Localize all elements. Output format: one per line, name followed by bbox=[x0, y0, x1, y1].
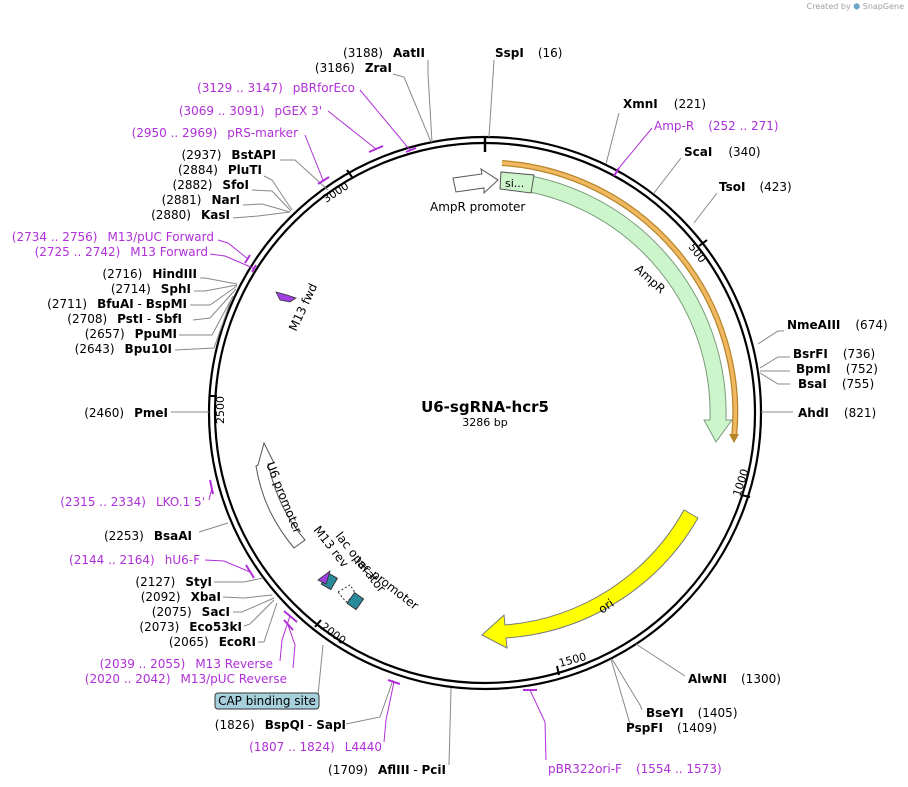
primer-lko1-5[interactable]: (2315 .. 2334)LKO.1 5' bbox=[60, 495, 205, 509]
site-psti-sbfi[interactable]: (2708)PstI - SbfI bbox=[67, 312, 182, 326]
ampr-feature[interactable] bbox=[500, 171, 733, 443]
site-sfoi[interactable]: (2882)SfoI bbox=[173, 178, 249, 192]
left-site-labels: (3188)AatII (3186)ZraI (2937)BstAPI (288… bbox=[47, 46, 446, 777]
site-scai[interactable]: ScaI(340) bbox=[684, 145, 761, 159]
signal-sequence-feature[interactable]: si... bbox=[499, 171, 535, 194]
right-leaders bbox=[488, 59, 793, 729]
cap-binding-feature[interactable] bbox=[346, 591, 365, 611]
u6-promoter-feature[interactable]: U6 promoter bbox=[255, 441, 306, 549]
signal-label: si... bbox=[505, 177, 524, 190]
cap-binding-site-label: CAP binding site bbox=[218, 694, 316, 708]
snapgene-logo-icon: ⬢ bbox=[853, 2, 861, 11]
site-styi[interactable]: (2127)StyI bbox=[135, 575, 212, 589]
site-hindiii[interactable]: (2716)HindIII bbox=[102, 267, 197, 281]
site-bseyi[interactable]: BseYI(1405) bbox=[646, 706, 738, 720]
site-bsaai[interactable]: (2253)BsaAI bbox=[104, 529, 192, 543]
site-xmni[interactable]: XmnI(221) bbox=[623, 97, 706, 111]
ampr-promoter-feature[interactable]: AmpR promoter bbox=[430, 167, 525, 214]
cap-binding-site-callout[interactable]: CAP binding site bbox=[214, 644, 324, 710]
tick-500: 500 bbox=[686, 241, 709, 266]
primer-amp-r[interactable]: Amp-R(252 .. 271) bbox=[654, 119, 779, 133]
primer-l4440[interactable]: (1807 .. 1824)L4440 bbox=[249, 740, 382, 754]
site-bsrfi[interactable]: BsrFI(736) bbox=[793, 347, 875, 361]
m13-fwd-label: M13 fwd bbox=[286, 281, 320, 333]
tick-2500: 2500 bbox=[214, 396, 227, 424]
site-pluti[interactable]: (2884)PluTI bbox=[178, 163, 262, 177]
site-bfuai-bspmi[interactable]: (2711)BfuAI - BspMI bbox=[47, 297, 187, 311]
tick-500-mark bbox=[698, 239, 708, 247]
tick-3000: 3000 bbox=[321, 179, 352, 205]
lac-region: lac operator M13 rev lac promoter bbox=[311, 523, 422, 612]
ori-feature[interactable] bbox=[481, 509, 699, 649]
site-ecori[interactable]: (2065)EcoRI bbox=[169, 635, 256, 649]
snapgene-credit: Created by ⬢ SnapGene bbox=[807, 2, 904, 11]
site-bstapi[interactable]: (2937)BstAPI bbox=[182, 148, 276, 162]
site-kasi[interactable]: (2880)KasI bbox=[151, 208, 230, 222]
site-bpmi[interactable]: BpmI(752) bbox=[796, 362, 878, 376]
primer-hu6-f[interactable]: (2144 .. 2164)hU6-F bbox=[69, 553, 200, 567]
site-saci[interactable]: (2075)SacI bbox=[152, 605, 230, 619]
tick-3000-mark bbox=[346, 169, 353, 178]
tick-1000-mark bbox=[740, 494, 751, 498]
site-bspqi-sapi[interactable]: (1826)BspQI - SapI bbox=[215, 718, 346, 732]
site-pmei[interactable]: (2460)PmeI bbox=[84, 406, 168, 420]
site-afliii-pcii[interactable]: (1709)AflIII - PciI bbox=[328, 763, 446, 777]
site-alwni[interactable]: AlwNI(1300) bbox=[688, 672, 781, 686]
primer-labels: Amp-R(252 .. 271) (3129 .. 3147)pBRforEc… bbox=[12, 81, 779, 776]
site-xbai[interactable]: (2092)XbaI bbox=[141, 590, 221, 604]
site-pspfi[interactable]: PspFI(1409) bbox=[626, 721, 717, 735]
site-aatii[interactable]: (3188)AatII bbox=[343, 46, 425, 60]
right-site-labels: SspI(16) XmnI(221) ScaI(340) TsoI(423) N… bbox=[495, 46, 888, 735]
site-sspi[interactable]: SspI(16) bbox=[495, 46, 562, 60]
site-bpu10i[interactable]: (2643)Bpu10I bbox=[75, 342, 172, 356]
site-nmeaiii[interactable]: NmeAIII(674) bbox=[787, 318, 888, 332]
site-tsoi[interactable]: TsoI(423) bbox=[719, 180, 792, 194]
tick-2000-mark bbox=[314, 619, 322, 628]
site-ahdi[interactable]: AhdI(821) bbox=[798, 406, 876, 420]
credit-brand: SnapGene bbox=[862, 2, 904, 11]
primer-prs-marker[interactable]: (2950 .. 2969)pRS-marker bbox=[132, 126, 298, 140]
site-nari[interactable]: (2881)NarI bbox=[162, 193, 240, 207]
tick-1500: 1500 bbox=[557, 650, 587, 670]
site-eco53ki[interactable]: (2073)Eco53kI bbox=[139, 620, 242, 634]
tick-1500-mark bbox=[556, 665, 560, 676]
plasmid-size: 3286 bp bbox=[462, 416, 507, 429]
site-ppumi[interactable]: (2657)PpuMI bbox=[85, 327, 177, 341]
primer-m13-puc-reverse[interactable]: (2020 .. 2042)M13/pUC Reverse bbox=[85, 672, 287, 686]
plasmid-name: U6-sgRNA-hcr5 bbox=[421, 398, 549, 416]
m13-rev-feature[interactable] bbox=[317, 569, 331, 585]
ampr-promoter-label: AmpR promoter bbox=[430, 200, 525, 214]
site-sphi[interactable]: (2714)SphI bbox=[111, 282, 191, 296]
primer-pbr322ori-f[interactable]: pBR322ori-F(1554 .. 1573) bbox=[548, 762, 722, 776]
lac-promoter-label: lac promoter bbox=[352, 554, 421, 612]
credit-text: Created by bbox=[806, 2, 851, 11]
site-zrai[interactable]: (3186)ZraI bbox=[315, 61, 392, 75]
primer-m13-forward[interactable]: (2725 .. 2742)M13 Forward bbox=[35, 245, 208, 259]
primer-pgex3[interactable]: (3069 .. 3091)pGEX 3' bbox=[179, 104, 322, 118]
primer-m13-reverse[interactable]: (2039 .. 2055)M13 Reverse bbox=[100, 657, 273, 671]
m13-fwd-feature[interactable]: M13 fwd bbox=[275, 281, 320, 333]
primer-leaders bbox=[204, 89, 653, 761]
primer-pbrforeco[interactable]: (3129 .. 3147)pBRforEco bbox=[197, 81, 355, 95]
primer-m13-puc-forward[interactable]: (2734 .. 2756)M13/pUC Forward bbox=[12, 230, 214, 244]
backbone bbox=[207, 135, 763, 691]
site-bsai[interactable]: BsaI(755) bbox=[798, 377, 874, 391]
left-leaders bbox=[171, 60, 452, 766]
amp-r-primer-arrow[interactable] bbox=[501, 160, 739, 443]
